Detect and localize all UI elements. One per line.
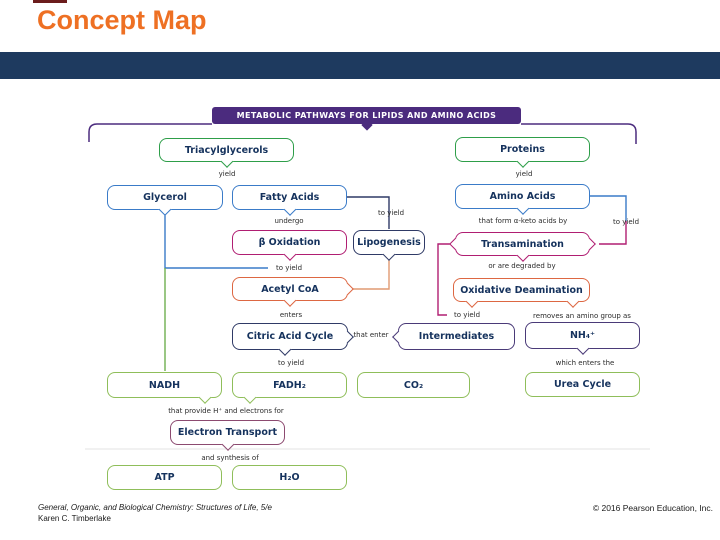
node-beta-oxidation: β Oxidation <box>232 230 347 261</box>
node-label: Glycerol <box>143 192 187 203</box>
node-fatty-acids: Fatty Acids <box>232 185 347 216</box>
line-header-bracket-left <box>88 123 212 142</box>
edge-label-enters: enters <box>279 311 303 319</box>
edge-label-which-enters: which enters the <box>555 359 615 367</box>
node-lipogenesis: Lipogenesis <box>353 230 425 261</box>
node-atp: ATP <box>107 465 222 490</box>
node-label: NH₄⁺ <box>569 330 596 341</box>
node-fadh2: FADH₂ <box>232 372 347 404</box>
line-header-bracket-right <box>521 123 637 144</box>
footer-copyright: © 2016 Pearson Education, Inc. <box>592 503 713 513</box>
line-fattyacids-to-lipogenesis <box>347 196 390 229</box>
edge-label-to-yield-fa: to yield <box>377 209 405 217</box>
edge-label-undergo: undergo <box>274 217 304 225</box>
node-label: H₂O <box>279 472 300 483</box>
edge-label-yield-pr: yield <box>515 170 533 178</box>
node-triacylglycerols: Triacylglycerols <box>159 138 294 168</box>
edge-label-provide-h: that provide H⁺ and electrons for <box>168 407 284 415</box>
diagram-title-box: METABOLIC PATHWAYS FOR LIPIDS AND AMINO … <box>212 107 521 131</box>
node-label: Fatty Acids <box>259 192 320 203</box>
node-nadh: NADH <box>107 372 222 404</box>
node-label: Intermediates <box>418 331 495 342</box>
footer-author: Karen C. Timberlake <box>38 514 111 523</box>
node-co2: CO₂ <box>357 372 470 398</box>
node-nh4: NH₄⁺ <box>525 322 640 355</box>
node-electron-transport: Electron Transport <box>170 420 285 451</box>
node-label: β Oxidation <box>258 237 321 248</box>
node-citric-acid-cycle: Citric Acid Cycle <box>232 323 354 356</box>
node-label: Acetyl CoA <box>261 283 319 295</box>
footer-left: General, Organic, and Biological Chemist… <box>38 502 272 524</box>
edge-label-to-yield-bo: to yield <box>275 264 303 272</box>
node-label: ATP <box>154 472 175 483</box>
edge-label-to-yield-aa: to yield <box>612 218 640 226</box>
line-acetylcoa-to-lipogenesis <box>350 258 390 290</box>
node-transamination: Transamination <box>449 232 596 262</box>
node-label: NADH <box>148 379 181 391</box>
node-h2o: H₂O <box>232 465 347 490</box>
page-title: Concept Map <box>37 5 207 35</box>
footer-book-title: General, Organic, and Biological Chemist… <box>38 503 272 512</box>
node-intermediates: Intermediates <box>392 323 515 350</box>
line-aminoacids-to-transamination <box>599 221 627 245</box>
node-label: Oxidative Deamination <box>460 284 583 296</box>
node-glycerol: Glycerol <box>107 185 223 216</box>
edge-label-degraded-by: or are degraded by <box>488 262 556 270</box>
node-oxidative-deamination: Oxidative Deamination <box>453 278 590 308</box>
edge-label-to-yield-cac: to yield <box>277 359 305 367</box>
top-accent-strip <box>33 0 67 3</box>
edge-label-to-yield-tr: to yield <box>453 311 481 319</box>
node-label: Lipogenesis <box>357 237 421 248</box>
line-transamination-to-intermediates <box>437 243 451 316</box>
edge-label-synthesis: and synthesis of <box>201 454 259 462</box>
edge-label-yield-tg: yield <box>218 170 236 178</box>
node-label: Citric Acid Cycle <box>246 331 334 342</box>
node-label: Electron Transport <box>177 427 278 438</box>
node-urea-cycle: Urea Cycle <box>525 372 640 397</box>
node-label: FADH₂ <box>273 379 306 391</box>
title-underline-bar <box>0 52 720 79</box>
node-label: METABOLIC PATHWAYS FOR LIPIDS AND AMINO … <box>236 111 497 120</box>
node-label: CO₂ <box>403 379 424 391</box>
node-proteins: Proteins <box>455 137 590 168</box>
node-label: Proteins <box>500 144 545 155</box>
node-label: Triacylglycerols <box>184 144 269 156</box>
edge-label-alpha-keto: that form α-keto acids by <box>478 217 568 225</box>
line-aminoacids-right-blue <box>590 195 627 221</box>
node-label: Transamination <box>481 238 564 250</box>
edge-label-that-enter: that enter <box>353 331 389 339</box>
node-label: Amino Acids <box>489 191 556 202</box>
edge-label-removes-amino: removes an amino group as <box>533 312 631 320</box>
node-amino-acids: Amino Acids <box>455 184 590 215</box>
node-acetyl-coa: Acetyl CoA <box>232 277 354 307</box>
node-label: Urea Cycle <box>553 379 612 390</box>
